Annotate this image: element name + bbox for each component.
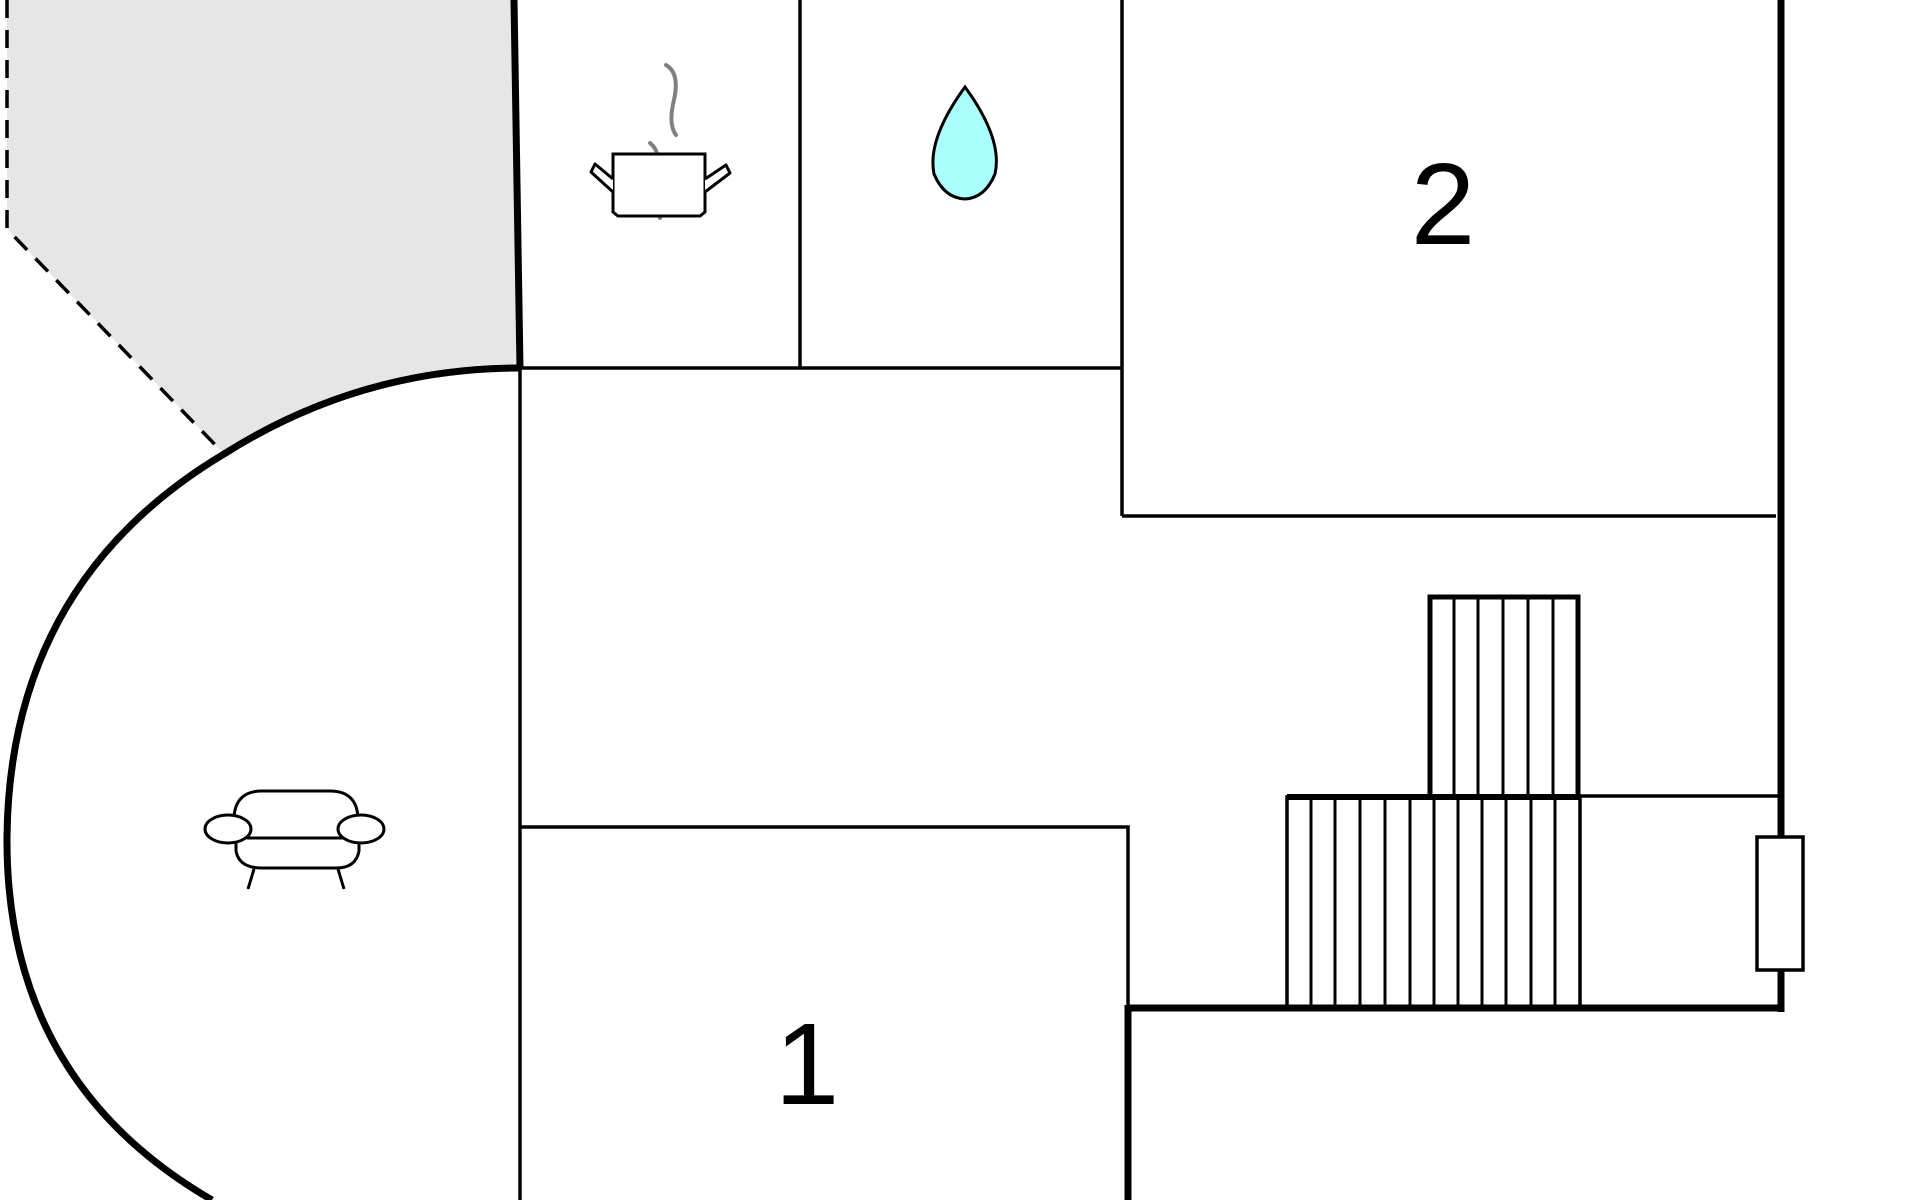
- interior-walls: [518, 0, 1778, 1200]
- room-2-label: 2: [1411, 139, 1476, 269]
- cooking-pot-icon: [589, 63, 732, 220]
- door-element: [1755, 835, 1805, 972]
- terrace-area: [0, 0, 520, 456]
- staircase-icon: [1285, 594, 1582, 1010]
- water-drop-icon: [931, 84, 998, 201]
- room-1-label: 1: [775, 999, 840, 1129]
- sofa-icon: [203, 789, 386, 890]
